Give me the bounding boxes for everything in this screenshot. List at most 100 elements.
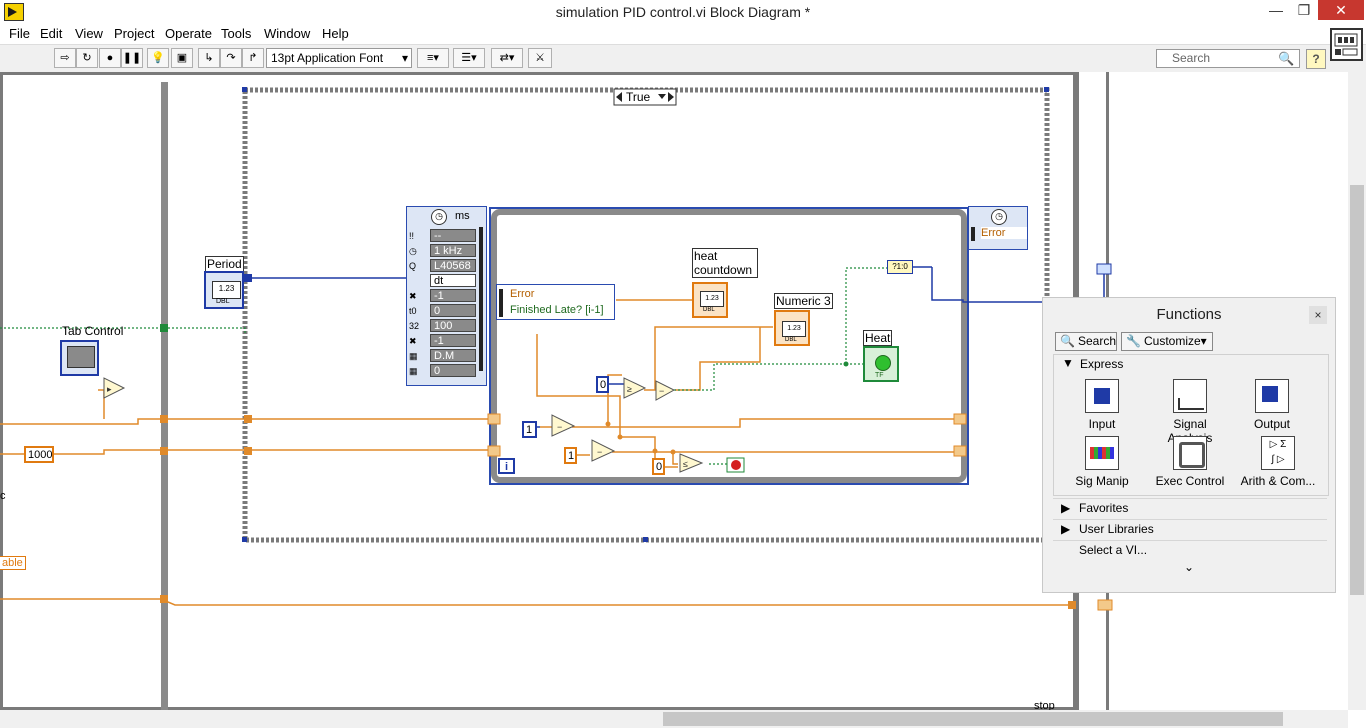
function-glyphs: ▸ − − ≥ − ≤ bbox=[107, 384, 688, 469]
case-prev-arrow-icon[interactable] bbox=[616, 92, 622, 102]
heat-indicator[interactable]: TF bbox=[863, 346, 899, 382]
reorder-icon[interactable]: ⇄▾ bbox=[491, 48, 523, 68]
minimize-button[interactable]: — bbox=[1269, 2, 1283, 18]
timed-input-row[interactable]: !!-- bbox=[407, 229, 479, 244]
shift-register-left-1[interactable] bbox=[487, 413, 501, 425]
numeric3-display: 1.23 bbox=[782, 321, 806, 337]
labview-app-icon[interactable] bbox=[4, 3, 24, 21]
palette-customize-button[interactable]: 🔧 Customize▾ bbox=[1121, 332, 1213, 351]
search-icon[interactable]: 🔍 bbox=[1278, 51, 1295, 66]
maximize-button[interactable]: ❐ bbox=[1297, 2, 1311, 18]
palette-input[interactable]: Input bbox=[1066, 379, 1138, 431]
shift-register-right-2[interactable] bbox=[953, 445, 967, 457]
heat-countdown-indicator[interactable]: 1.23 DBL bbox=[692, 282, 728, 318]
highlight-execution-icon[interactable]: 💡 bbox=[147, 48, 169, 68]
menu-edit[interactable]: Edit bbox=[40, 26, 63, 41]
case-selector[interactable] bbox=[613, 88, 677, 106]
express-expand-icon[interactable]: ▼ bbox=[1062, 356, 1074, 370]
boolean-to-0-1-function[interactable]: ?1:0 bbox=[887, 260, 913, 274]
retain-wire-values-icon[interactable]: ▣ bbox=[171, 48, 193, 68]
menu-window[interactable]: Window bbox=[264, 26, 311, 41]
timed-input-row[interactable]: ▦D.M bbox=[407, 349, 479, 364]
case-corner-bm bbox=[643, 537, 648, 542]
palette-favorites[interactable]: ▶ Favorites bbox=[1053, 498, 1327, 517]
less-or-equal-function[interactable] bbox=[679, 453, 704, 473]
finished-late-label[interactable]: Finished Late? [i-1] bbox=[510, 304, 604, 316]
pause-icon[interactable]: ❚❚ bbox=[121, 48, 143, 68]
search-input[interactable]: Search bbox=[1156, 49, 1300, 68]
timed-input-row[interactable]: ▦0 bbox=[407, 364, 479, 379]
function-nodes bbox=[103, 377, 704, 473]
step-over-icon[interactable]: ↷ bbox=[220, 48, 242, 68]
menu-project[interactable]: Project bbox=[114, 26, 155, 41]
palette-select-vi[interactable]: Select a VI... bbox=[1053, 540, 1327, 559]
subtract-function-1[interactable] bbox=[551, 414, 576, 437]
context-help-button[interactable]: ? bbox=[1306, 49, 1326, 69]
iteration-terminal[interactable]: i bbox=[498, 458, 515, 474]
menu-operate[interactable]: Operate bbox=[165, 26, 212, 41]
run-arrow-icon[interactable]: ⇨ bbox=[54, 48, 76, 68]
timed-input-row[interactable]: ◷1 kHz bbox=[407, 244, 479, 259]
shift-register-left-2[interactable] bbox=[487, 445, 501, 457]
to-double-function[interactable] bbox=[103, 377, 126, 399]
subtract-function-2[interactable] bbox=[591, 439, 616, 462]
right-error-label[interactable]: Error bbox=[981, 227, 1027, 239]
constant-0-blue[interactable]: 0 bbox=[596, 376, 609, 393]
tab-control-terminal[interactable] bbox=[60, 340, 99, 376]
horizontal-scroll-thumb[interactable] bbox=[663, 712, 1283, 726]
case-next-arrow-icon[interactable] bbox=[668, 92, 674, 102]
period-control[interactable]: 1.23 DBL bbox=[204, 271, 244, 309]
constant-1-blue[interactable]: 1 bbox=[522, 421, 537, 438]
close-button[interactable]: ✕ bbox=[1318, 0, 1364, 20]
tunnel-orange-case-1 bbox=[244, 415, 252, 423]
timed-loop-left-data-node[interactable]: Error Finished Late? [i-1] bbox=[496, 284, 615, 320]
clean-up-diagram-icon[interactable]: ⚔ bbox=[528, 48, 552, 68]
timed-loop-right-node[interactable]: ◷ Error bbox=[968, 206, 1028, 250]
palette-arith-comparison[interactable]: ▷ Σ∫ ▷ Arith & Com... bbox=[1236, 436, 1320, 488]
menu-bar: File Edit View Project Operate Tools Win… bbox=[0, 24, 1366, 44]
menu-help[interactable]: Help bbox=[322, 26, 349, 41]
error-output-label[interactable]: Error bbox=[510, 288, 535, 300]
palette-sig-manip-label: Sig Manip bbox=[1075, 474, 1129, 488]
align-objects-icon[interactable]: ≡▾ bbox=[417, 48, 449, 68]
express-label[interactable]: Express bbox=[1080, 357, 1124, 371]
timed-input-row[interactable]: ✖-1 bbox=[407, 289, 479, 304]
palette-arith-comparison-label: Arith & Com... bbox=[1240, 474, 1316, 488]
vi-icon[interactable] bbox=[1330, 28, 1363, 61]
case-dropdown-icon[interactable] bbox=[658, 94, 666, 99]
palette-more-icon[interactable]: ⌄ bbox=[1184, 560, 1195, 574]
run-continuous-icon[interactable]: ↻ bbox=[76, 48, 98, 68]
palette-exec-control[interactable]: Exec Control bbox=[1150, 436, 1230, 488]
palette-sig-manip[interactable]: Sig Manip bbox=[1066, 436, 1138, 488]
constant-1-orange[interactable]: 1 bbox=[564, 447, 577, 464]
palette-user-libraries[interactable]: ▶ User Libraries bbox=[1053, 519, 1327, 538]
abort-icon[interactable]: ● bbox=[99, 48, 121, 68]
palette-output[interactable]: Output bbox=[1236, 379, 1308, 431]
constant-1000[interactable]: 1000 bbox=[24, 446, 54, 463]
subtract-function-3[interactable] bbox=[655, 380, 676, 401]
shift-register-blue[interactable] bbox=[1096, 263, 1112, 275]
timed-input-row[interactable]: dt bbox=[407, 274, 479, 289]
timed-input-row[interactable]: ✖-1 bbox=[407, 334, 479, 349]
step-into-icon[interactable]: ↳ bbox=[198, 48, 220, 68]
shift-register-outer[interactable] bbox=[1097, 599, 1113, 611]
step-out-icon[interactable]: ↱ bbox=[242, 48, 264, 68]
menu-view[interactable]: View bbox=[75, 26, 103, 41]
constant-0-orange[interactable]: 0 bbox=[652, 458, 665, 475]
distribute-objects-icon[interactable]: ☰▾ bbox=[453, 48, 485, 68]
timed-loop-ms: ms bbox=[455, 210, 470, 222]
palette-close-button[interactable]: × bbox=[1309, 306, 1327, 324]
shift-register-right-1[interactable] bbox=[953, 413, 967, 425]
menu-tools[interactable]: Tools bbox=[221, 26, 252, 41]
menu-file[interactable]: File bbox=[9, 26, 30, 41]
numeric3-indicator[interactable]: 1.23 DBL bbox=[774, 310, 810, 346]
greater-or-equal-function[interactable] bbox=[623, 377, 647, 399]
palette-search-button[interactable]: 🔍 Search bbox=[1055, 332, 1117, 351]
tunnel-orange-2 bbox=[160, 447, 168, 455]
vertical-scroll-thumb[interactable] bbox=[1350, 185, 1364, 595]
font-selector[interactable]: 13pt Application Font▾ bbox=[266, 48, 412, 68]
